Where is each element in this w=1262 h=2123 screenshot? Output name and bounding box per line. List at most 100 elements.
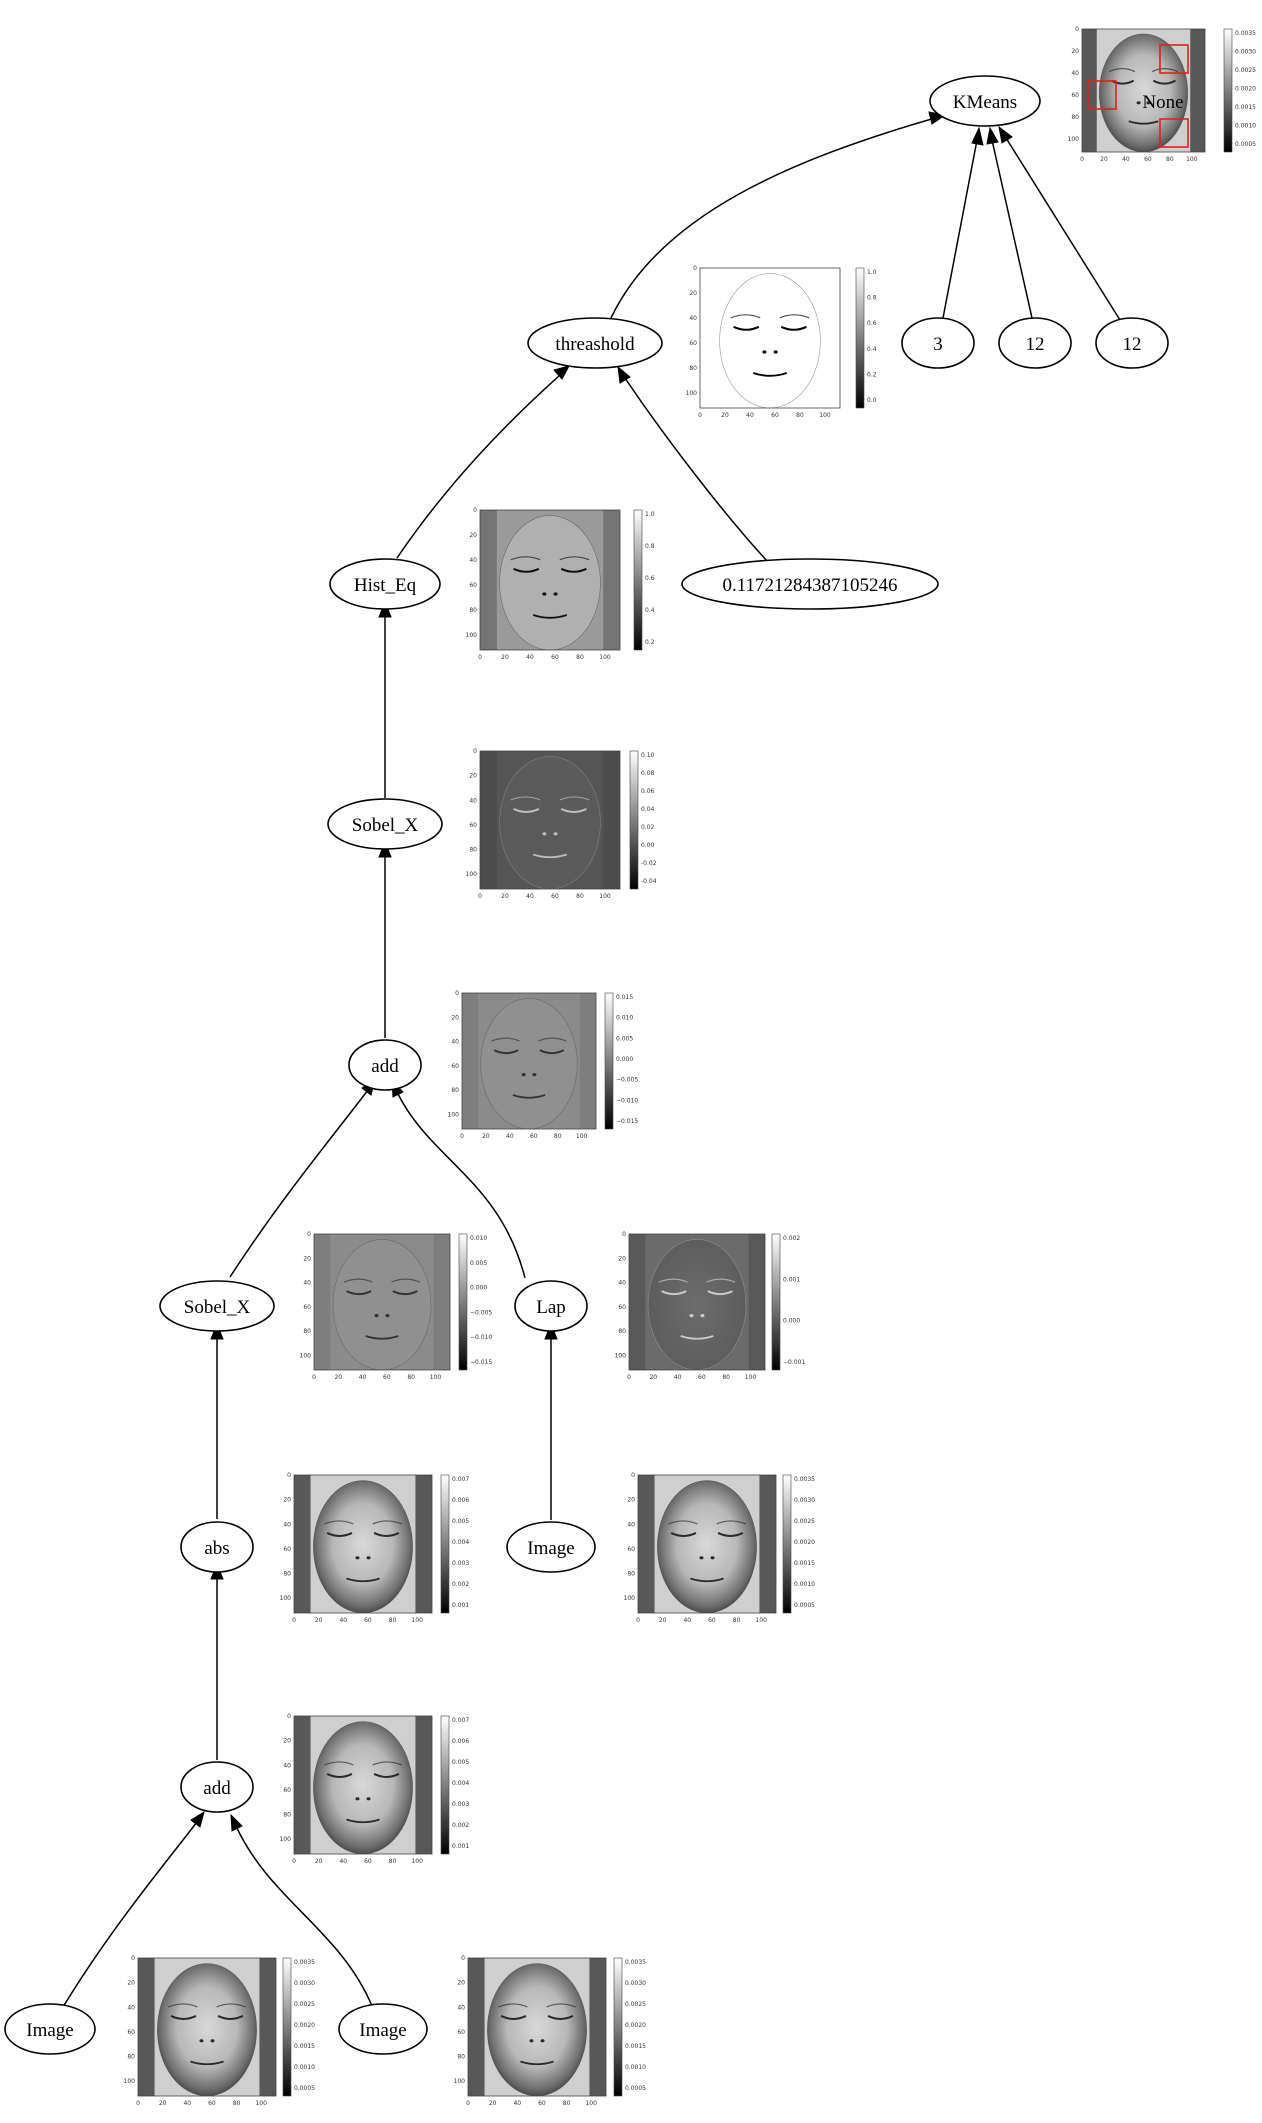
node-const-12a[interactable]: 12	[998, 317, 1072, 369]
thumb-kmeans-out-ytick: 40	[1071, 70, 1079, 77]
thumb-sobel-x-top-out-xtick: 20	[501, 893, 509, 900]
thumb-threshold-out-ytick: 20	[689, 290, 697, 297]
thumb-sobel-x-top-out-xtick: 60	[551, 893, 559, 900]
edge-3-to-kmeans	[942, 139, 978, 319]
thumb-image-left-out-ytick: 0	[131, 1955, 135, 1962]
node-image-mid[interactable]: Image	[506, 1521, 596, 1573]
thumb-sobel-x-top-out-cbar-tick: 0.02	[641, 824, 655, 831]
node-add-bottom[interactable]: add	[180, 1761, 254, 1813]
thumb-lap-out-cbar-tick: 0.001	[783, 1276, 800, 1283]
edge-value-to-threshold	[624, 377, 769, 563]
thumb-abs-out-cbar-tick: 0.007	[452, 1476, 469, 1483]
thumb-image-right-out-ytick: 20	[457, 1980, 465, 1987]
node-sobel-x-top[interactable]: Sobel_X	[327, 798, 443, 850]
thumb-image-left-out-cbar-tick: 0.0020	[294, 2022, 315, 2029]
thumb-image-left-out-xtick: 20	[159, 2100, 167, 2107]
thumb-abs-out-ytick: 60	[283, 1546, 291, 1553]
thumb-hist-eq-out-ytick: 100	[466, 632, 478, 639]
node-label: abs	[204, 1538, 229, 1559]
thumb-hist-eq-out-cbar-tick: 0.4	[645, 607, 655, 614]
thumb-add-top-out-cbar-tick: 0.010	[616, 1015, 633, 1022]
node-label: 0.11721284387105246	[722, 575, 897, 596]
thumb-image-mid-out-ytick: 60	[627, 1546, 635, 1553]
node-label: 12	[1026, 334, 1045, 355]
edge-12b-to-kmeans	[1005, 137, 1121, 321]
node-label: threashold	[555, 334, 635, 355]
thumb-lap-out-cbar-tick: −0.001	[783, 1359, 805, 1366]
thumb-image-mid-out-xtick: 20	[659, 1617, 667, 1624]
thumb-kmeans-out-xtick: 80	[1166, 156, 1174, 163]
thumb-sobel-x-top-out-xtick: 80	[576, 893, 584, 900]
thumb-image-left-out-ytick: 20	[127, 1980, 135, 1987]
thumb-abs-out-xtick: 20	[315, 1617, 323, 1624]
kmeans-cluster-box	[1159, 44, 1189, 74]
thumb-image-right-out-xtick: 80	[563, 2100, 571, 2107]
thumb-hist-eq-out-image	[479, 509, 621, 651]
thumb-lap-out-ytick: 100	[615, 1352, 627, 1359]
thumb-image-mid-out-colorbar: 0.00350.00300.00250.00200.00150.00100.00…	[782, 1474, 815, 1614]
thumb-kmeans-out-colorbar: 0.00350.00300.00250.00200.00150.00100.00…	[1223, 28, 1256, 153]
thumb-kmeans-out-xtick: 60	[1144, 156, 1152, 163]
thumb-kmeans-out-ytick: 60	[1071, 92, 1079, 99]
node-label: KMeans	[953, 92, 1017, 113]
thumb-lap-out-xtick: 100	[745, 1374, 757, 1381]
thumb-hist-eq-out-cbar-tick: 0.8	[645, 543, 655, 550]
thumb-image-right-out-ytick: 80	[457, 2054, 465, 2061]
node-const-3[interactable]: 3	[901, 317, 975, 369]
thumb-add-bottom-out-cbar-tick: 0.007	[452, 1717, 469, 1724]
thumb-image-right-out-xtick: 60	[538, 2100, 546, 2107]
thumb-sobel-x-mid-out-image	[313, 1233, 451, 1371]
thumb-add-bottom-out-cbar-tick: 0.005	[452, 1759, 469, 1766]
node-const-12b[interactable]: 12	[1095, 317, 1169, 369]
thumb-image-left-out-ytick: 40	[127, 2004, 135, 2011]
node-label: Image	[527, 1538, 574, 1559]
thumb-hist-eq-out-ytick: 80	[469, 607, 477, 614]
node-threshold-value[interactable]: 0.11721284387105246	[681, 558, 939, 610]
thumb-sobel-x-top-out-ytick: 100	[466, 871, 478, 878]
edge-lap-to-add	[396, 1091, 526, 1279]
node-add-top[interactable]: add	[348, 1039, 422, 1091]
thumb-image-right-out-cbar-tick: 0.0015	[625, 2043, 646, 2050]
thumb-abs-out-xtick: 80	[389, 1617, 397, 1624]
thumb-image-mid-out-xtick: 100	[755, 1617, 767, 1624]
thumb-add-top-out-ytick: 20	[451, 1014, 459, 1021]
thumb-kmeans-out-cbar-tick: 0.0010	[1235, 123, 1256, 130]
thumb-image-mid-out-image	[637, 1474, 777, 1614]
thumb-kmeans-out-ytick: 100	[1068, 136, 1080, 143]
thumb-add-top-out-ytick: 100	[448, 1111, 460, 1118]
thumb-threshold-out-cbar-tick: 0.4	[867, 346, 877, 353]
node-abs[interactable]: abs	[180, 1521, 254, 1573]
thumb-add-bottom-out-image	[293, 1715, 433, 1855]
thumb-image-right-out-colorbar: 0.00350.00300.00250.00200.00150.00100.00…	[613, 1957, 646, 2097]
thumb-add-top-out-xtick: 0	[460, 1133, 464, 1140]
node-label: Lap	[536, 1297, 566, 1318]
node-image-right[interactable]: Image	[338, 2003, 428, 2055]
node-lap[interactable]: Lap	[514, 1280, 588, 1332]
thumb-hist-eq-out-ytick: 60	[469, 582, 477, 589]
thumb-abs-out-ytick: 80	[283, 1571, 291, 1578]
node-hist-eq[interactable]: Hist_Eq	[329, 558, 441, 610]
thumb-abs-out-cbar-tick: 0.001	[452, 1602, 469, 1609]
arrowhead	[617, 365, 631, 384]
thumb-image-right-out-cbar-tick: 0.0035	[625, 1959, 646, 1966]
thumb-lap-out-xtick: 60	[698, 1374, 706, 1381]
thumb-image-left-out-xtick: 60	[208, 2100, 216, 2107]
node-kmeans[interactable]: KMeans	[929, 75, 1041, 127]
thumb-sobel-x-mid-out-xtick: 20	[334, 1374, 342, 1381]
thumb-sobel-x-top-out-cbar-tick: 0.00	[641, 842, 655, 849]
thumb-hist-eq-out-xtick: 100	[599, 654, 611, 661]
thumb-abs-out-cbar-tick: 0.005	[452, 1518, 469, 1525]
node-threshold[interactable]: threashold	[527, 317, 663, 369]
thumb-image-left-out-xtick: 80	[233, 2100, 241, 2107]
node-sobel-x-mid[interactable]: Sobel_X	[159, 1280, 275, 1332]
thumb-abs-out-ytick: 0	[287, 1472, 291, 1479]
node-image-left[interactable]: Image	[4, 2003, 96, 2055]
thumb-hist-eq-out-cbar-tick: 0.6	[645, 575, 655, 582]
thumb-lap-out-xtick: 0	[627, 1374, 631, 1381]
thumb-image-left-out-cbar-tick: 0.0025	[294, 2001, 315, 2008]
thumb-image-mid-out-xtick: 60	[708, 1617, 716, 1624]
thumb-threshold-out-cbar-tick: 0.6	[867, 320, 877, 327]
arrowhead	[986, 126, 999, 145]
thumb-sobel-x-top-out-ytick: 40	[469, 797, 477, 804]
